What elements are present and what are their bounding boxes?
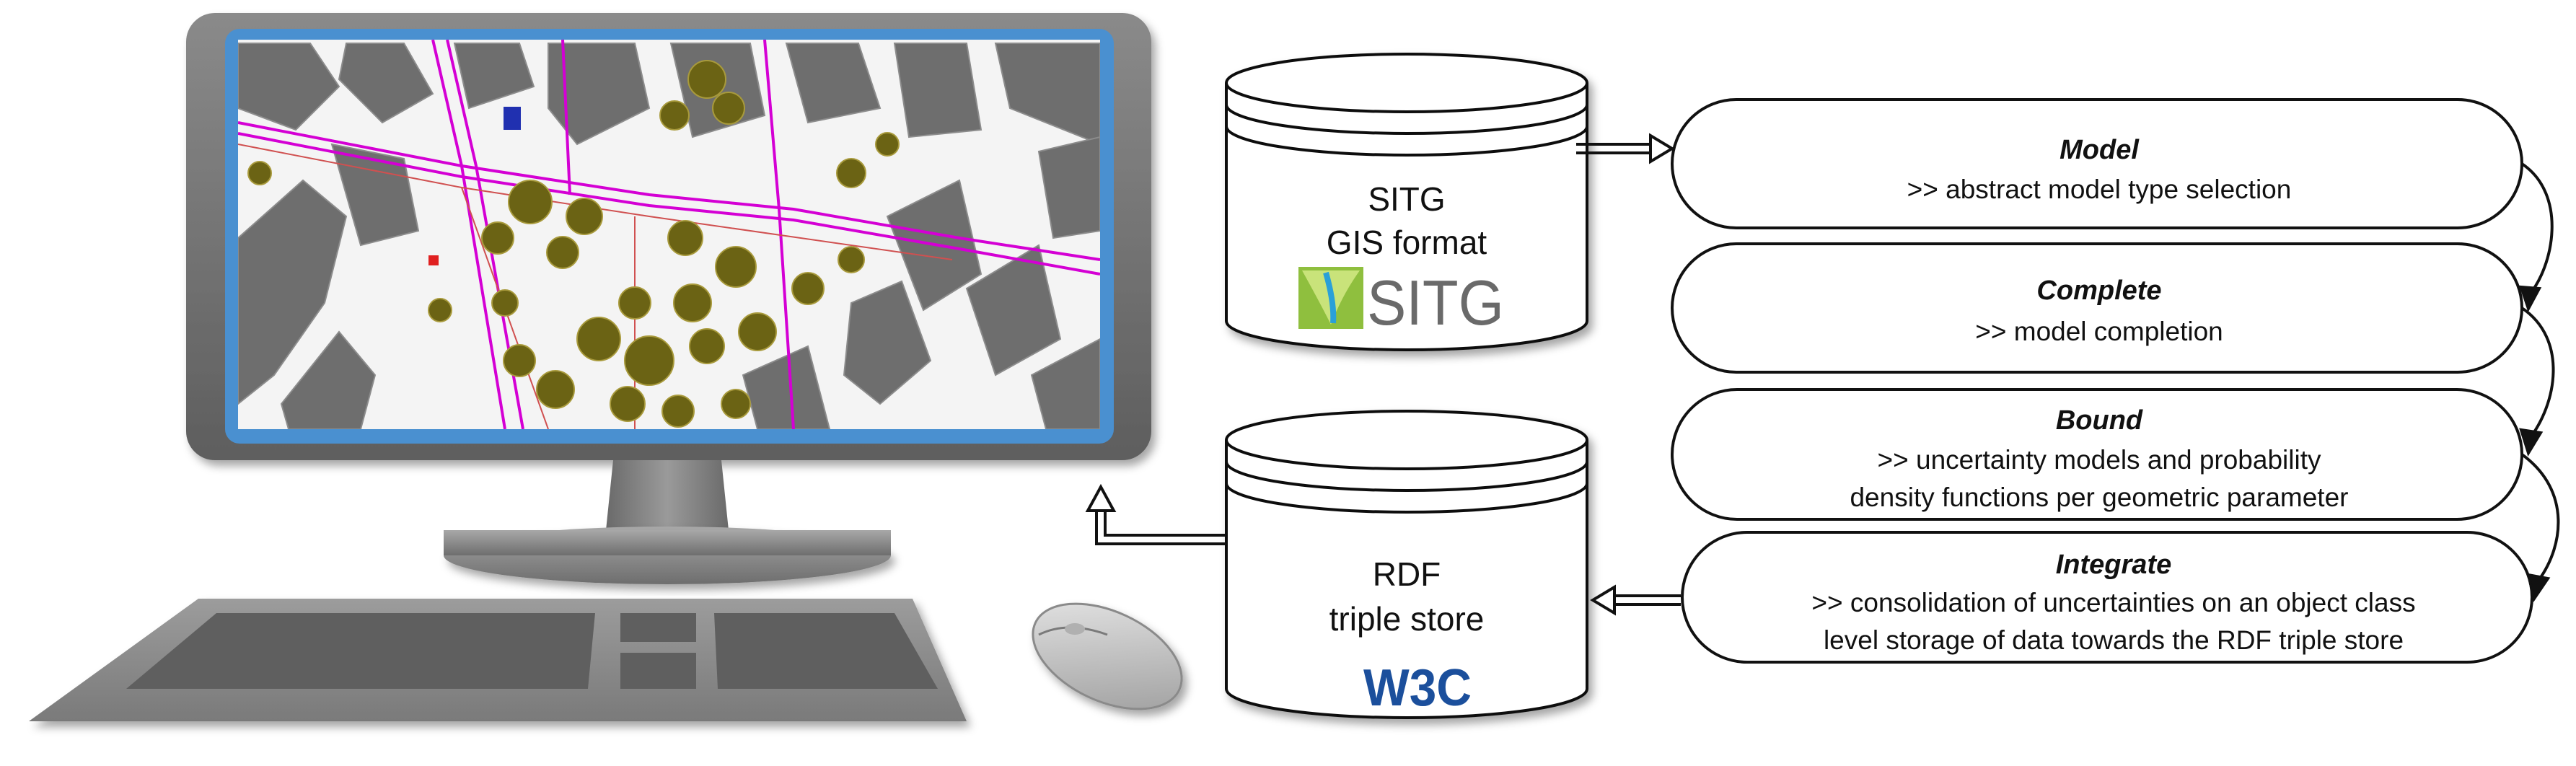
sitg-db-line1: SITG — [1368, 180, 1445, 218]
map-roads — [238, 40, 1100, 429]
map-trees — [247, 60, 900, 428]
step-text-bound-2: density functions per geometric paramete… — [1850, 483, 2348, 512]
step-text-bound-1: >> uncertainty models and probability — [1878, 445, 2321, 475]
rdf-db-line1: RDF — [1373, 555, 1441, 593]
sitg-logo-text: SITG — [1367, 267, 1504, 338]
workflow-steps — [1671, 98, 2533, 664]
arrow-integrate-to-rdf — [1590, 584, 1681, 616]
step-box-integrate — [1681, 531, 2533, 664]
sitg-db-line2: GIS format — [1327, 224, 1487, 261]
rdf-db-line2: triple store — [1329, 600, 1485, 638]
arrow-sitg-to-model — [1576, 133, 1675, 164]
desktop-computer-icon — [29, 13, 1151, 721]
step-title-integrate: Integrate — [2056, 550, 2171, 580]
step-title-model: Model — [2060, 135, 2140, 165]
arrow-rdf-to-computer — [1085, 483, 1226, 545]
rdf-database-icon — [1225, 410, 1588, 719]
w3c-logo: W3C — [1363, 659, 1472, 717]
w3c-logo-text: W3C — [1363, 659, 1472, 717]
step-box-complete — [1671, 242, 2523, 374]
sitg-logo: SITG — [1298, 267, 1504, 338]
step-text-complete: >> model completion — [1975, 317, 2223, 346]
monitor-stand-neck — [606, 460, 729, 530]
step-title-complete: Complete — [2036, 276, 2161, 306]
step-text-integrate-2: level storage of data towards the RDF tr… — [1824, 625, 2404, 655]
map-screen — [238, 40, 1100, 429]
keyboard-icon — [29, 599, 967, 721]
step-title-bound: Bound — [2056, 405, 2143, 436]
step-text-model: >> abstract model type selection — [1907, 175, 2292, 204]
step-text-integrate-1: >> consolidation of uncertainties on an … — [1811, 588, 2415, 617]
computer-mouse-icon — [1032, 602, 1183, 710]
step-connector-arrows — [2519, 162, 2560, 602]
